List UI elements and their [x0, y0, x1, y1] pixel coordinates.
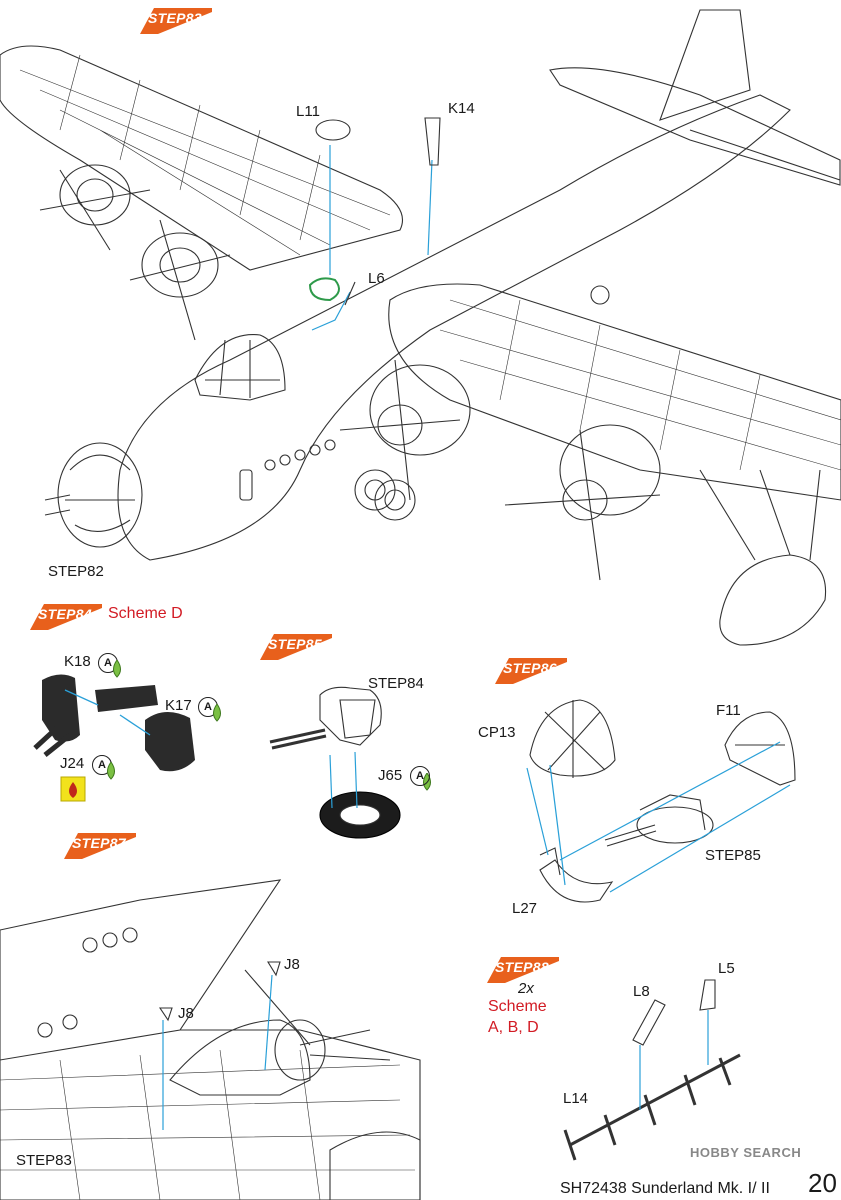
step-87-label: STEP87	[72, 835, 126, 851]
ref-step82: STEP82	[48, 563, 104, 580]
page-number: 20	[808, 1168, 837, 1198]
fuselage-windows	[239, 439, 336, 501]
adhesive-a-icon: A	[410, 766, 430, 786]
fuselage-portholes	[37, 927, 138, 1038]
step86-tail-turret-parts	[529, 699, 796, 903]
beaching-gear	[354, 285, 610, 521]
part-label-l11: L11	[296, 103, 320, 120]
step-86-flag: STEP86	[495, 658, 567, 684]
step-83-flag: STEP83	[140, 8, 212, 34]
tail-fin	[659, 9, 751, 121]
step-84-label: STEP84	[38, 606, 92, 622]
step-85-flag: STEP85	[260, 634, 332, 660]
engine-left-inner	[141, 232, 219, 298]
step-85-label: STEP85	[268, 636, 322, 652]
right-wing	[388, 283, 841, 501]
step88-scheme-line1: Scheme	[488, 998, 547, 1015]
fairing-f11	[724, 711, 796, 786]
footer-title: SH72438 Sunderland Mk. I/ II	[560, 1180, 770, 1197]
part-label-j8-left: J8	[178, 1005, 194, 1022]
part-label-l14: L14	[563, 1090, 589, 1107]
step-87-flag: STEP87	[64, 833, 136, 859]
step87-wing-engine-view	[0, 879, 421, 1200]
step-83-label: STEP83	[148, 10, 202, 26]
part-label-l5: L5	[718, 960, 735, 977]
glue-drop-icon	[107, 762, 115, 780]
wing-float	[719, 554, 827, 646]
step84-gun-turret-parts	[33, 674, 195, 772]
base-l27	[539, 859, 614, 903]
tailplane	[549, 67, 841, 186]
ref-step83: STEP83	[16, 1152, 72, 1169]
nose-turret	[57, 442, 143, 548]
part-label-k14: K14	[448, 100, 475, 117]
glue-drop-icon	[213, 704, 221, 722]
step88-quantity: 2x	[518, 980, 534, 997]
part-label-l27: L27	[512, 900, 538, 917]
ref-step85: STEP85	[705, 847, 761, 864]
engine-right-outer	[559, 424, 661, 521]
step88-scheme-line2: A, B, D	[488, 1019, 539, 1036]
part-label-l8: L8	[633, 983, 650, 1000]
step84-scheme-note: Scheme D	[108, 605, 183, 622]
step-86-label: STEP86	[503, 660, 557, 676]
part-l5	[699, 979, 716, 1011]
part-label-j24: J24	[60, 755, 85, 772]
part-label-cp13: CP13	[478, 724, 516, 741]
part-l14	[563, 1053, 741, 1161]
fuselage-outline	[117, 94, 791, 561]
part-l8	[632, 999, 666, 1046]
part-label-k17: K17	[165, 697, 192, 714]
step-88-label: STEP88	[495, 959, 549, 975]
ref-step84: STEP84	[368, 675, 424, 692]
part-label-j8-right: J8	[284, 956, 300, 973]
left-wing	[0, 45, 404, 271]
step-88-flag: STEP88	[487, 957, 559, 983]
canopy-cp13	[529, 699, 616, 777]
step85-turret-assembly	[269, 686, 401, 839]
watermark: HOBBY SEARCH	[690, 1145, 802, 1160]
part-label-j65: J65	[378, 767, 403, 784]
step-84-flag: STEP84	[30, 604, 102, 630]
engine-nacelle	[169, 1019, 311, 1096]
step88-aerial-parts	[563, 979, 741, 1161]
glue-drop-icon	[113, 660, 121, 678]
part-label-k18: K18	[64, 653, 91, 670]
part-label-l6: L6	[368, 270, 385, 287]
cockpit-canopy	[194, 334, 286, 401]
part-label-f11: F11	[716, 702, 741, 719]
